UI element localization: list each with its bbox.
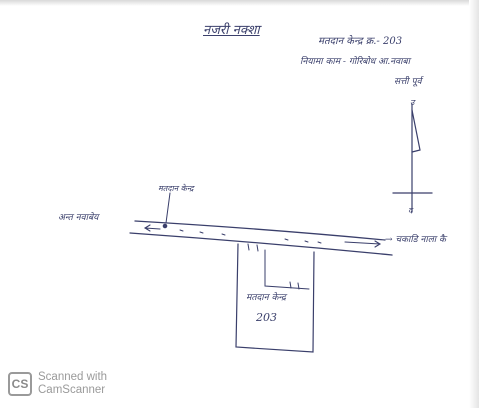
south-label: द: [408, 206, 413, 215]
left-direction-label: अन्त नवाबेय: [58, 213, 99, 223]
building-inner-wall: [264, 249, 310, 290]
camscanner-watermark: CS Scanned with CamScanner: [8, 371, 107, 397]
booth-number-line: मतदान केन्द्र क्र.- 203: [318, 36, 403, 47]
right-direction-label: → चकाडि नाला कै: [385, 235, 446, 245]
watermark-line2: CamScanner: [38, 384, 106, 396]
camscanner-logo-icon: CS: [8, 372, 32, 396]
road-upper-edge: [134, 220, 386, 241]
watermark-line1: Scanned with: [38, 371, 108, 383]
scan-right-edge: [469, 0, 479, 408]
polling-house-dot: [162, 223, 168, 229]
north-arrow-flag: [411, 109, 421, 153]
watermark-text: Scanned with CamScanner: [38, 371, 107, 397]
road-left-arrow: [143, 224, 161, 232]
polling-house-label: मतदान केन्द्र: [158, 184, 194, 193]
building-label: मतदान केन्द्र: [246, 293, 286, 303]
sub-line: सत्ती पूर्व: [394, 77, 422, 87]
road-marks: [179, 229, 322, 244]
area-line: नियामा काम - गोरिबोध आ.नवाबा: [300, 57, 410, 67]
map-title: नजरी नक्शा: [203, 23, 260, 38]
building-number: 203: [256, 311, 277, 324]
road-right-arrow: [344, 240, 382, 248]
road-lower-edge: [129, 232, 393, 256]
building-top-ticks: [247, 243, 300, 290]
north-label: उ: [410, 98, 415, 107]
polling-house-pointer: [165, 192, 171, 224]
building-outline: [235, 243, 315, 353]
scan-top-edge: [0, 0, 479, 6]
